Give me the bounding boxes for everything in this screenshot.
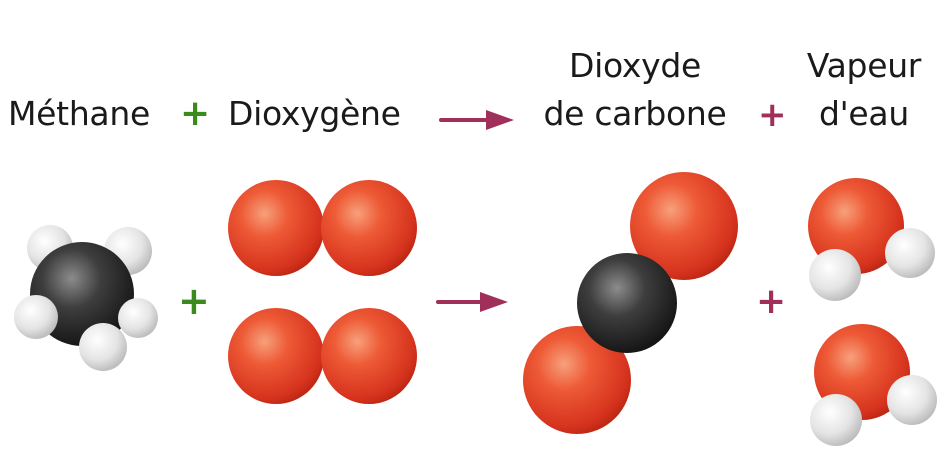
hydrogen-atom [810, 394, 862, 446]
dioxygen-molecule [228, 308, 417, 404]
plus-sign-products: + [756, 281, 787, 322]
hydrogen-atom [885, 228, 935, 278]
water-molecule [810, 324, 937, 446]
carbon-atom [577, 253, 677, 353]
header-arrow [439, 110, 514, 130]
oxygen-atom [321, 180, 417, 276]
carbon-dioxide-label-line1: Dioxyde [569, 46, 701, 85]
oxygen-atom [228, 308, 324, 404]
hydrogen-atom [118, 298, 158, 338]
plus-sign-reactants: + [178, 279, 210, 323]
dioxygen-molecule [228, 180, 417, 276]
water-vapor-label-line1: Vapeur [806, 46, 922, 85]
plus-sign-products-header: + [758, 95, 787, 135]
methane-molecule [14, 225, 158, 371]
carbon-dioxide-label-line2: de carbone [543, 94, 727, 133]
oxygen-atom [321, 308, 417, 404]
water-molecule [808, 178, 935, 301]
oxygen-atom [630, 172, 738, 280]
oxygen-atom [523, 326, 631, 434]
reaction-arrow [436, 292, 508, 312]
methane-label: Méthane [8, 94, 150, 133]
hydrogen-atom [79, 323, 127, 371]
dioxygen-label: Dioxygène [228, 94, 401, 133]
hydrogen-atom [14, 295, 58, 339]
carbon-dioxide-molecule [523, 172, 738, 434]
water-vapor-label-line2: d'eau [819, 94, 909, 133]
plus-sign-reactants-header: + [180, 93, 211, 134]
hydrogen-atom [887, 375, 937, 425]
oxygen-atom [228, 180, 324, 276]
hydrogen-atom [809, 249, 861, 301]
